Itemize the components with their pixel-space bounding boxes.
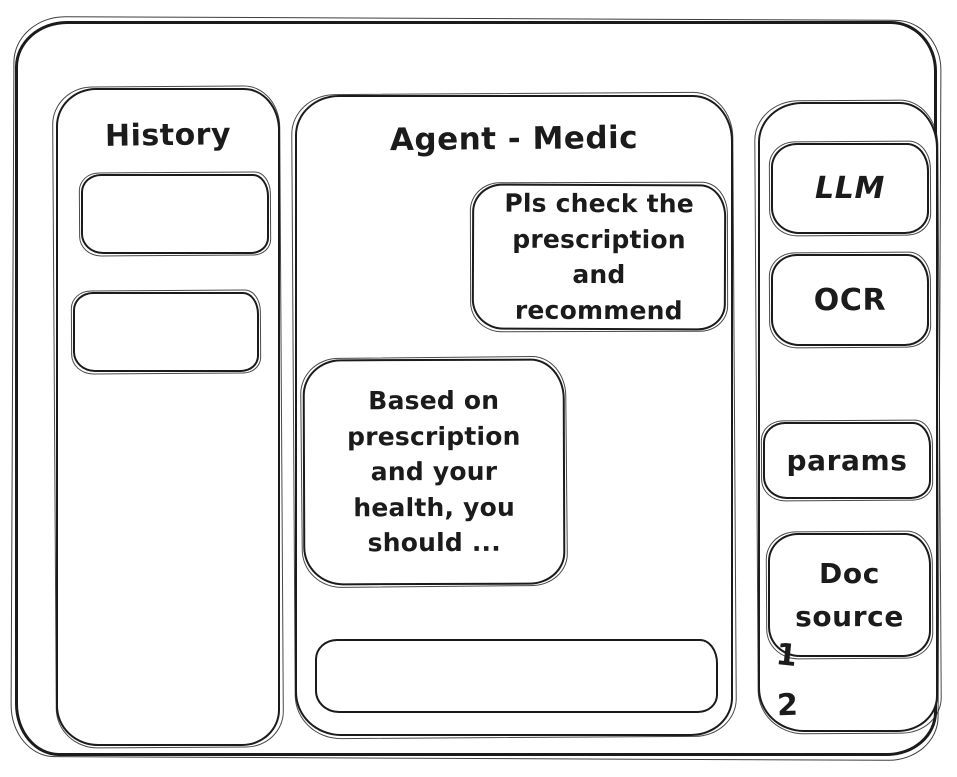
llm-button[interactable]: LLM bbox=[771, 143, 929, 234]
params-button[interactable]: params bbox=[763, 422, 931, 499]
history-item[interactable] bbox=[81, 174, 269, 254]
doc-source-item-2[interactable]: 2 bbox=[776, 687, 799, 724]
app-frame: History Agent - Medic Pls check the pres… bbox=[15, 21, 938, 756]
chat-input[interactable] bbox=[315, 639, 718, 713]
history-panel: History bbox=[56, 88, 280, 746]
tools-panel: LLM OCR params Doc source 1 2 bbox=[758, 102, 938, 732]
user-message-text: Pls check the prescription and recommend bbox=[504, 188, 694, 325]
ocr-button-label: OCR bbox=[813, 282, 887, 318]
assistant-message-bubble: Based on prescription and your health, y… bbox=[302, 358, 566, 586]
chat-title: Agent - Medic bbox=[389, 119, 639, 159]
user-message-bubble: Pls check the prescription and recommend bbox=[471, 183, 727, 331]
params-button-label: params bbox=[786, 444, 908, 477]
chat-panel: Agent - Medic Pls check the prescription… bbox=[295, 95, 733, 736]
doc-source-button[interactable]: Doc source bbox=[768, 533, 931, 657]
doc-source-item-1[interactable]: 1 bbox=[774, 637, 799, 674]
llm-button-label: LLM bbox=[815, 171, 885, 206]
history-item[interactable] bbox=[73, 292, 259, 372]
doc-source-button-label: Doc source bbox=[795, 556, 904, 633]
ocr-button[interactable]: OCR bbox=[771, 254, 929, 346]
assistant-message-text: Based on prescription and your health, y… bbox=[347, 386, 521, 558]
history-title: History bbox=[104, 117, 232, 154]
